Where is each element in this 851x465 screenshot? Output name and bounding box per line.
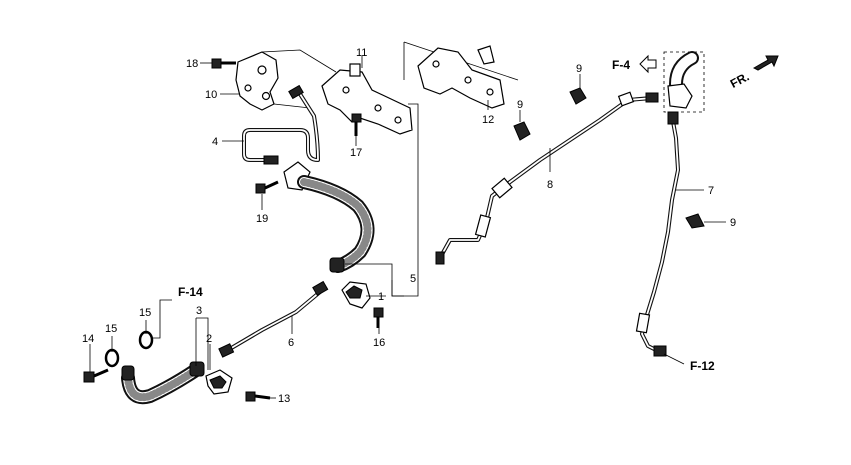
proportioning-valve — [235, 49, 337, 111]
callout-9-mid: 9 — [517, 99, 523, 111]
leader-lines — [89, 56, 726, 399]
front-direction-arrow-icon — [752, 55, 779, 71]
ref-f12: F-12 — [690, 359, 715, 373]
ref-front: FR. — [728, 69, 752, 90]
brake-hose-5 — [283, 161, 375, 273]
bracket-12 — [403, 41, 519, 109]
callout-16: 16 — [373, 337, 385, 349]
bolt-19 — [255, 180, 279, 194]
bracket-11 — [321, 63, 413, 135]
callout-13: 13 — [278, 393, 290, 405]
callout-14: 14 — [82, 333, 94, 345]
clamp-1 — [341, 281, 371, 309]
callout-18: 18 — [186, 58, 198, 70]
callout-15-right: 15 — [139, 307, 151, 319]
callout-7: 7 — [708, 185, 714, 197]
bolt-13 — [245, 391, 271, 402]
bolt-17 — [351, 113, 362, 136]
f4-arrow-icon — [639, 54, 657, 74]
inset-hose-end — [663, 51, 705, 113]
clamp-2 — [205, 369, 233, 395]
bolt-16 — [373, 307, 384, 328]
callout-17: 17 — [350, 147, 362, 159]
brake-pipe-8 — [435, 91, 659, 265]
callout-12: 12 — [482, 114, 494, 126]
brake-pipe-6 — [218, 280, 329, 358]
callout-11: 11 — [356, 47, 367, 59]
clip-9-top — [569, 87, 587, 105]
callout-9-right: 9 — [730, 217, 736, 229]
brake-pipe-4 — [242, 84, 320, 165]
callout-10: 10 — [205, 89, 217, 101]
callout-6: 6 — [288, 337, 294, 349]
callout-3: 3 — [196, 305, 202, 317]
callout-1: 1 — [378, 291, 384, 303]
washer-15-right — [138, 330, 154, 350]
bolt-18 — [211, 58, 236, 69]
brake-hose-3 — [121, 361, 205, 405]
brake-pipe-7 — [635, 111, 680, 357]
callout-19: 19 — [256, 213, 268, 225]
clip-9-right — [685, 213, 705, 229]
washer-15-left — [104, 348, 120, 368]
callout-9-top: 9 — [576, 63, 582, 75]
callout-4: 4 — [212, 136, 218, 148]
ref-f14: F-14 — [178, 285, 203, 299]
bolt-14 — [83, 368, 109, 383]
ref-f4: F-4 — [612, 58, 630, 72]
callout-2: 2 — [206, 333, 212, 345]
callout-15-left: 15 — [105, 323, 117, 335]
callout-5: 5 — [410, 273, 416, 285]
clip-9-mid — [513, 121, 531, 141]
callout-8: 8 — [547, 179, 553, 191]
